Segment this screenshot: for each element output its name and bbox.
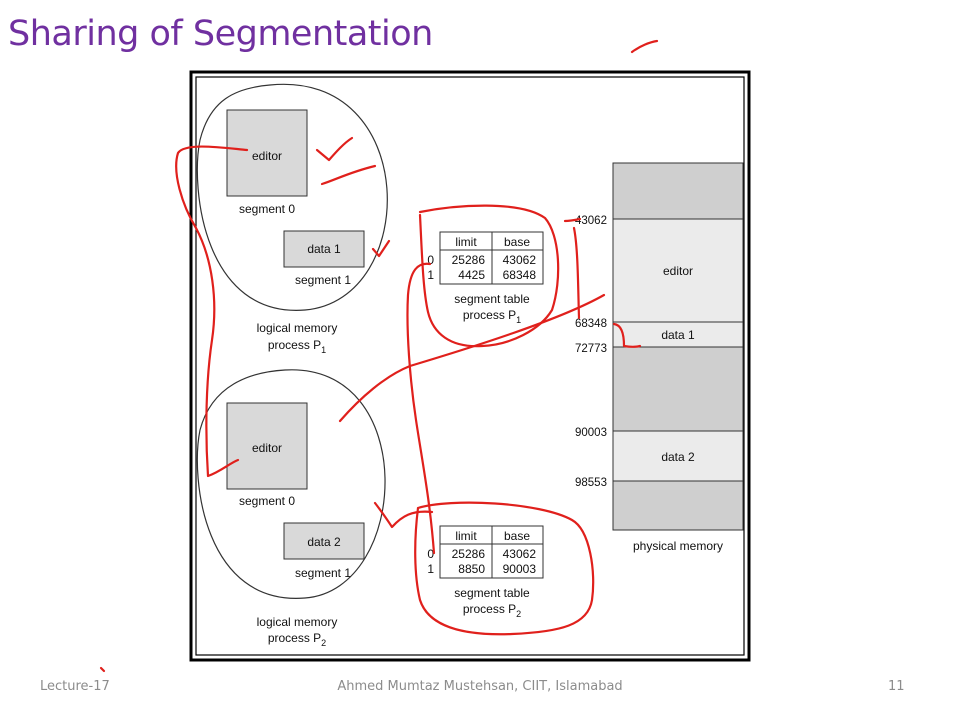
- p2-table-row0-base: 43062: [503, 547, 537, 561]
- p2-editor-label: editor: [252, 441, 282, 455]
- footer-author: Ahmed Mumtaz Mustehsan, CIIT, Islamabad: [337, 679, 623, 694]
- p1-table-row1-index: 1: [427, 268, 434, 282]
- footer-lecture-label: Lecture-17: [40, 679, 110, 694]
- p2-table-limit-header: limit: [455, 529, 477, 543]
- p2-segment1-caption: segment 1: [295, 566, 351, 580]
- address-68348: 68348: [575, 318, 607, 330]
- address-72773: 72773: [575, 343, 607, 355]
- footer-page-number: 11: [888, 679, 905, 694]
- p2-caption-line2: process P2: [268, 631, 326, 648]
- p1-table-row0-limit: 25286: [452, 253, 486, 267]
- p1-segment0-caption: segment 0: [239, 202, 295, 216]
- address-98553: 98553: [575, 477, 607, 489]
- p1-table-row1-limit: 4425: [458, 268, 485, 282]
- p2-data2-segment: [283, 522, 365, 560]
- p2-table-caption-line2: process P2: [463, 602, 521, 619]
- p2-table-row0-index: 0: [427, 547, 434, 561]
- p1-table-row1-base: 68348: [503, 268, 537, 282]
- p1-table-caption-line1: segment table: [454, 292, 530, 306]
- p2-segment-table: [439, 525, 544, 579]
- p2-table-base-header: base: [504, 529, 530, 543]
- p2-segment0-caption: segment 0: [239, 494, 295, 508]
- p1-data1-label: data 1: [307, 242, 341, 256]
- address-43062: 43062: [575, 215, 607, 227]
- physmem-editor-label: editor: [663, 264, 693, 278]
- p2-editor-segment: [226, 402, 308, 490]
- physmem-data1-label: data 1: [661, 328, 695, 342]
- p1-table-row0-base: 43062: [503, 253, 537, 267]
- physical-memory-caption: physical memory: [633, 539, 723, 553]
- p2-caption-line1: logical memory: [257, 615, 338, 629]
- p1-segment1-caption: segment 1: [295, 273, 351, 287]
- physical-memory-column: [612, 162, 744, 531]
- p1-table-caption-line2: process P1: [463, 308, 521, 325]
- p2-table-row1-index: 1: [427, 562, 434, 576]
- p1-caption-line1: logical memory: [257, 321, 338, 335]
- p1-editor-label: editor: [252, 149, 282, 163]
- p2-table-row1-base: 90003: [503, 562, 537, 576]
- physmem-data2-label: data 2: [661, 450, 695, 464]
- p2-table-caption-line1: segment table: [454, 586, 530, 600]
- p1-caption-line2: process P1: [268, 338, 326, 355]
- p1-table-row0-index: 0: [427, 253, 434, 267]
- p2-table-row0-limit: 25286: [452, 547, 486, 561]
- p1-editor-segment: [226, 109, 308, 197]
- p2-data2-label: data 2: [307, 535, 341, 549]
- address-90003: 90003: [575, 427, 607, 439]
- p1-data1-segment: [283, 230, 365, 268]
- p1-segment-table: [439, 231, 544, 285]
- p1-table-base-header: base: [504, 235, 530, 249]
- p1-table-limit-header: limit: [455, 235, 477, 249]
- red-ink-annotations: [99, 39, 659, 673]
- p2-table-row1-limit: 8850: [458, 562, 485, 576]
- slide-title: Sharing of Segmentation: [8, 14, 433, 54]
